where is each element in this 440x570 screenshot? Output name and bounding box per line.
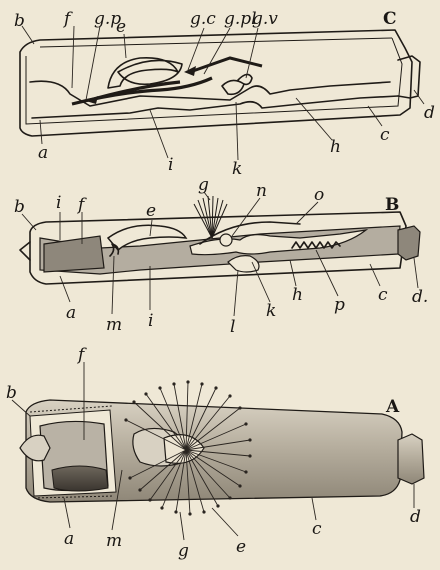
panel-b-label-k: k (266, 301, 276, 321)
panel-b-caption: B (385, 195, 399, 215)
panel-a-label-b: b (6, 383, 17, 403)
panel-b-leader-o (296, 202, 318, 224)
panel-c-label-k: k (232, 159, 242, 179)
panel-c-label-gv: g.v (252, 9, 278, 29)
panel-c-leader-gc (188, 28, 204, 70)
panel-b-label-m: m (106, 315, 122, 335)
panel-b-label-a: a (66, 303, 76, 323)
panel-a: f b a m g e c d A (6, 345, 424, 561)
panel-a-label-e: e (236, 537, 246, 557)
panel-c-ganglion (222, 80, 244, 94)
panel-c-label-h: h (330, 137, 341, 157)
panel-b-label-o: o (314, 185, 324, 205)
panel-c-label-a: a (38, 143, 48, 163)
panel-b-label-d: d. (412, 287, 428, 307)
panel-a-label-m: m (106, 531, 122, 551)
panel-c-gv-curl (238, 74, 252, 84)
panel-b-label-n: n (256, 181, 267, 201)
panel-b-leader-c (370, 264, 380, 286)
panel-b-leader-l (234, 270, 238, 316)
panel-a-label-d: d (410, 507, 421, 527)
panel-b-label-g: g (198, 175, 209, 195)
panel-a-leader-e (212, 508, 238, 536)
panel-b-label-b: b (14, 197, 25, 217)
panel-b-label-i: i (56, 193, 61, 213)
panel-b-tip (20, 242, 30, 260)
panel-c-label-e: e (116, 17, 126, 37)
panel-c-arrow-gc (184, 66, 196, 76)
panel-c-label-gc: g.c (190, 9, 216, 29)
panel-c-leader-f (72, 26, 74, 88)
panel-b-label-h: h (292, 285, 303, 305)
panel-b-label-p: p (334, 295, 345, 315)
panel-c-leader-gp (86, 26, 100, 100)
panel-c: b f g.p e g.c g.pl g.v a i k h c d C (14, 9, 435, 179)
panel-a-dark-fold (52, 466, 108, 491)
panel-c-caption: C (383, 9, 397, 29)
panel-a-caption: A (385, 397, 400, 417)
panel-c-label-i: i (168, 155, 173, 175)
panel-b-leader-a (60, 276, 70, 302)
panel-c-leader-k (236, 102, 238, 160)
panel-b-label-e: e (146, 201, 156, 221)
panel-a-lobe (20, 435, 50, 461)
panel-c-label-f: f (62, 9, 73, 29)
panel-a-siphon (398, 434, 424, 484)
panel-c-dorsal-wall (40, 38, 392, 47)
panel-b-label-l: l (230, 317, 235, 337)
panel-c-leader-gv (246, 28, 258, 78)
panel-a-leader-c (312, 498, 316, 520)
panel-a-label-f: f (76, 345, 87, 365)
panel-c-label-b: b (14, 11, 25, 31)
panel-c-heart-line (190, 58, 262, 72)
panel-b-ganglion (220, 234, 232, 246)
panel-a-leader-a (64, 498, 70, 528)
panel-a-leader-g (180, 512, 184, 540)
panel-b-leader-d (414, 258, 418, 288)
panel-a-label-g: g (178, 541, 189, 561)
panel-c-inner-wall (26, 38, 402, 124)
panel-a-label-a: a (64, 529, 74, 549)
panel-b-label-i2: i (148, 311, 153, 331)
panel-b-leader-k (252, 262, 270, 302)
panel-c-label-d: d (424, 103, 435, 123)
panel-b-label-c: c (378, 285, 388, 305)
panel-b-label-f: f (76, 195, 87, 215)
panel-c-label-c: c (380, 125, 390, 145)
panel-b: b i f e g n o a m i l k h p c d. B (14, 175, 428, 337)
panel-a-label-c: c (312, 519, 322, 539)
panel-b-siphon (398, 226, 420, 260)
